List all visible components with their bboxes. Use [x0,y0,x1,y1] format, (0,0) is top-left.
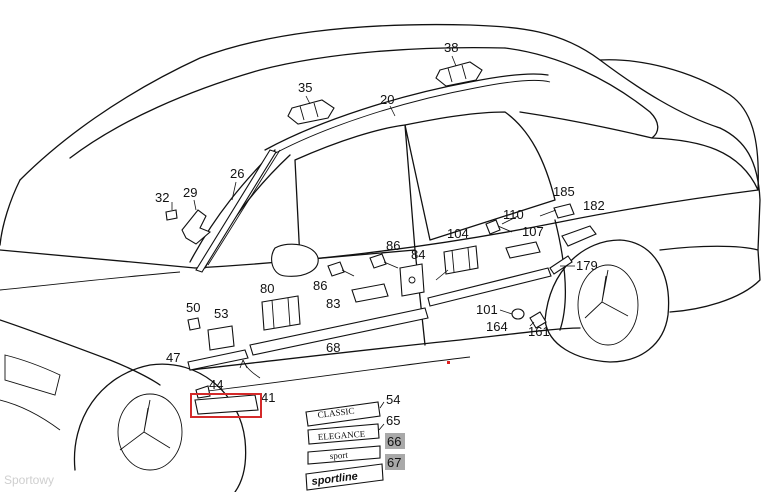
bracket-53-icon [207,325,235,351]
screw-86b-icon [327,261,345,277]
badge-sport-text: sport [329,450,348,461]
strip-179 [549,255,573,275]
gray-callouts: 66 67 [385,433,405,470]
windshield-top [69,46,506,159]
front-bumper [0,319,161,386]
callout-26: 26 [230,166,244,181]
badge-sport [307,445,381,465]
strip-26 [195,149,277,273]
badge-classic [305,401,381,427]
clip-35-icon [287,99,335,125]
rear-wheel [544,239,670,363]
callout-104: 104 [447,226,469,241]
callout-101: 101 [476,302,498,317]
callout-41: 41 [261,390,275,405]
callout-54: 54 [386,392,400,407]
moulding-47 [187,349,249,371]
clip-50-icon [187,317,201,331]
callout-47: 47 [166,350,180,365]
callout-67: 67 [387,455,401,470]
badge-elegance-text: ELEGANCE [317,429,366,442]
callout-161: 161 [528,324,550,339]
callout-80: 80 [260,281,274,296]
roof-outline [19,23,721,181]
roof-rail [264,73,549,151]
clip-44-icon [195,385,211,399]
badge-sportline [305,463,384,491]
clip-83-icon [351,283,389,303]
moulding-41 [194,394,259,415]
callout-68: 68 [326,340,340,355]
lower-sill [189,327,581,371]
grommet-101-icon [511,308,525,320]
clip-185-icon [553,203,575,219]
callout-65: 65 [386,413,400,428]
plate-84-icon [399,263,425,297]
callout-20: 20 [380,92,394,107]
callout-66: 66 [387,434,401,449]
clip-104-icon [443,245,479,275]
callout-29: 29 [183,185,197,200]
callout-86-mid: 86 [313,278,327,293]
watermark: Sportowy [4,473,54,487]
clip-80-icon [261,295,301,331]
callout-53: 53 [214,306,228,321]
callout-67-box [385,454,405,470]
badges: CLASSIC ELEGANCE sport sportline [305,401,385,491]
callout-110: 110 [503,207,524,222]
callout-83: 83 [326,296,340,311]
callout-182: 182 [583,198,605,213]
badge-sportline-text: sportline [311,470,359,488]
screw-86a-icon [369,253,387,269]
callout-66-box [385,433,405,449]
screw-32-icon [165,209,178,221]
callout-44: 44 [209,377,223,392]
leader-lines [171,55,575,379]
red-marker [447,361,450,364]
hood [0,179,196,269]
callout-185: 185 [553,184,575,199]
clip-107-icon [505,241,541,259]
callout-86-top: 86 [386,238,400,253]
moulding-rear [427,267,552,307]
callout-38: 38 [444,40,458,55]
small-parts [165,61,597,399]
car-body [0,23,761,431]
screw-110-icon [485,219,501,235]
side-mirror [271,243,319,277]
badge-elegance [307,423,380,445]
bracket-182-icon [561,225,597,247]
badge-classic-text: CLASSIC [317,406,355,420]
callout-50: 50 [186,300,200,315]
side-mouldings [187,149,573,415]
callout-35: 35 [298,80,312,95]
callout-107: 107 [522,224,544,239]
callout-84: 84 [411,247,425,262]
callout-labels: 38 35 20 26 32 29 185 182 110 107 104 86… [155,40,605,428]
callout-164: 164 [486,319,508,334]
moulding-68 [249,307,429,356]
clip-38-icon [435,61,483,87]
front-door-window [294,124,416,261]
highlight-box [190,393,262,418]
callout-32: 32 [155,190,169,205]
bracket-29-icon [181,209,212,245]
rear-window [504,47,659,139]
cap-161-icon [529,311,547,329]
callout-179: 179 [576,258,598,273]
rear-door-window [404,111,556,241]
